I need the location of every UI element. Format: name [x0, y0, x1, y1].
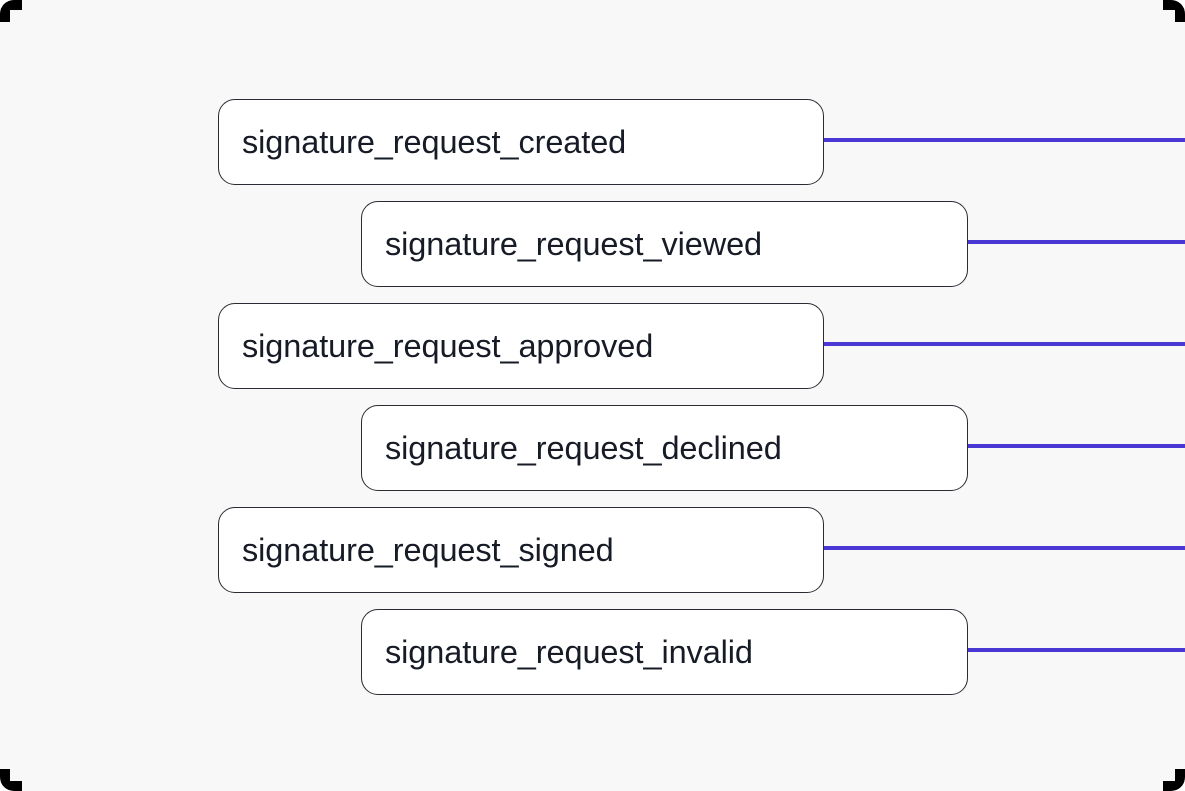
node-label: signature_request_invalid [385, 633, 753, 670]
crop-mark-bottom-right [1163, 769, 1185, 791]
edge-signature_request_approved [824, 342, 1185, 346]
node-signature_request_invalid[interactable]: signature_request_invalid [361, 609, 968, 695]
edge-signature_request_declined [968, 444, 1185, 448]
crop-mark-bottom-left [0, 769, 22, 791]
node-label: signature_request_declined [385, 429, 782, 466]
node-signature_request_signed[interactable]: signature_request_signed [218, 507, 824, 593]
node-label: signature_request_viewed [385, 225, 763, 262]
node-signature_request_viewed[interactable]: signature_request_viewed [361, 201, 968, 287]
edge-signature_request_invalid [968, 648, 1185, 652]
edge-signature_request_created [824, 138, 1185, 142]
node-label: signature_request_created [242, 123, 627, 160]
crop-mark-top-right [1163, 0, 1185, 22]
edge-signature_request_signed [824, 546, 1185, 550]
crop-mark-top-left [0, 0, 22, 22]
node-label: signature_request_approved [242, 327, 654, 364]
node-signature_request_approved[interactable]: signature_request_approved [218, 303, 824, 389]
edge-signature_request_viewed [968, 240, 1185, 244]
node-signature_request_created[interactable]: signature_request_created [218, 99, 824, 185]
node-signature_request_declined[interactable]: signature_request_declined [361, 405, 968, 491]
node-label: signature_request_signed [242, 531, 614, 568]
